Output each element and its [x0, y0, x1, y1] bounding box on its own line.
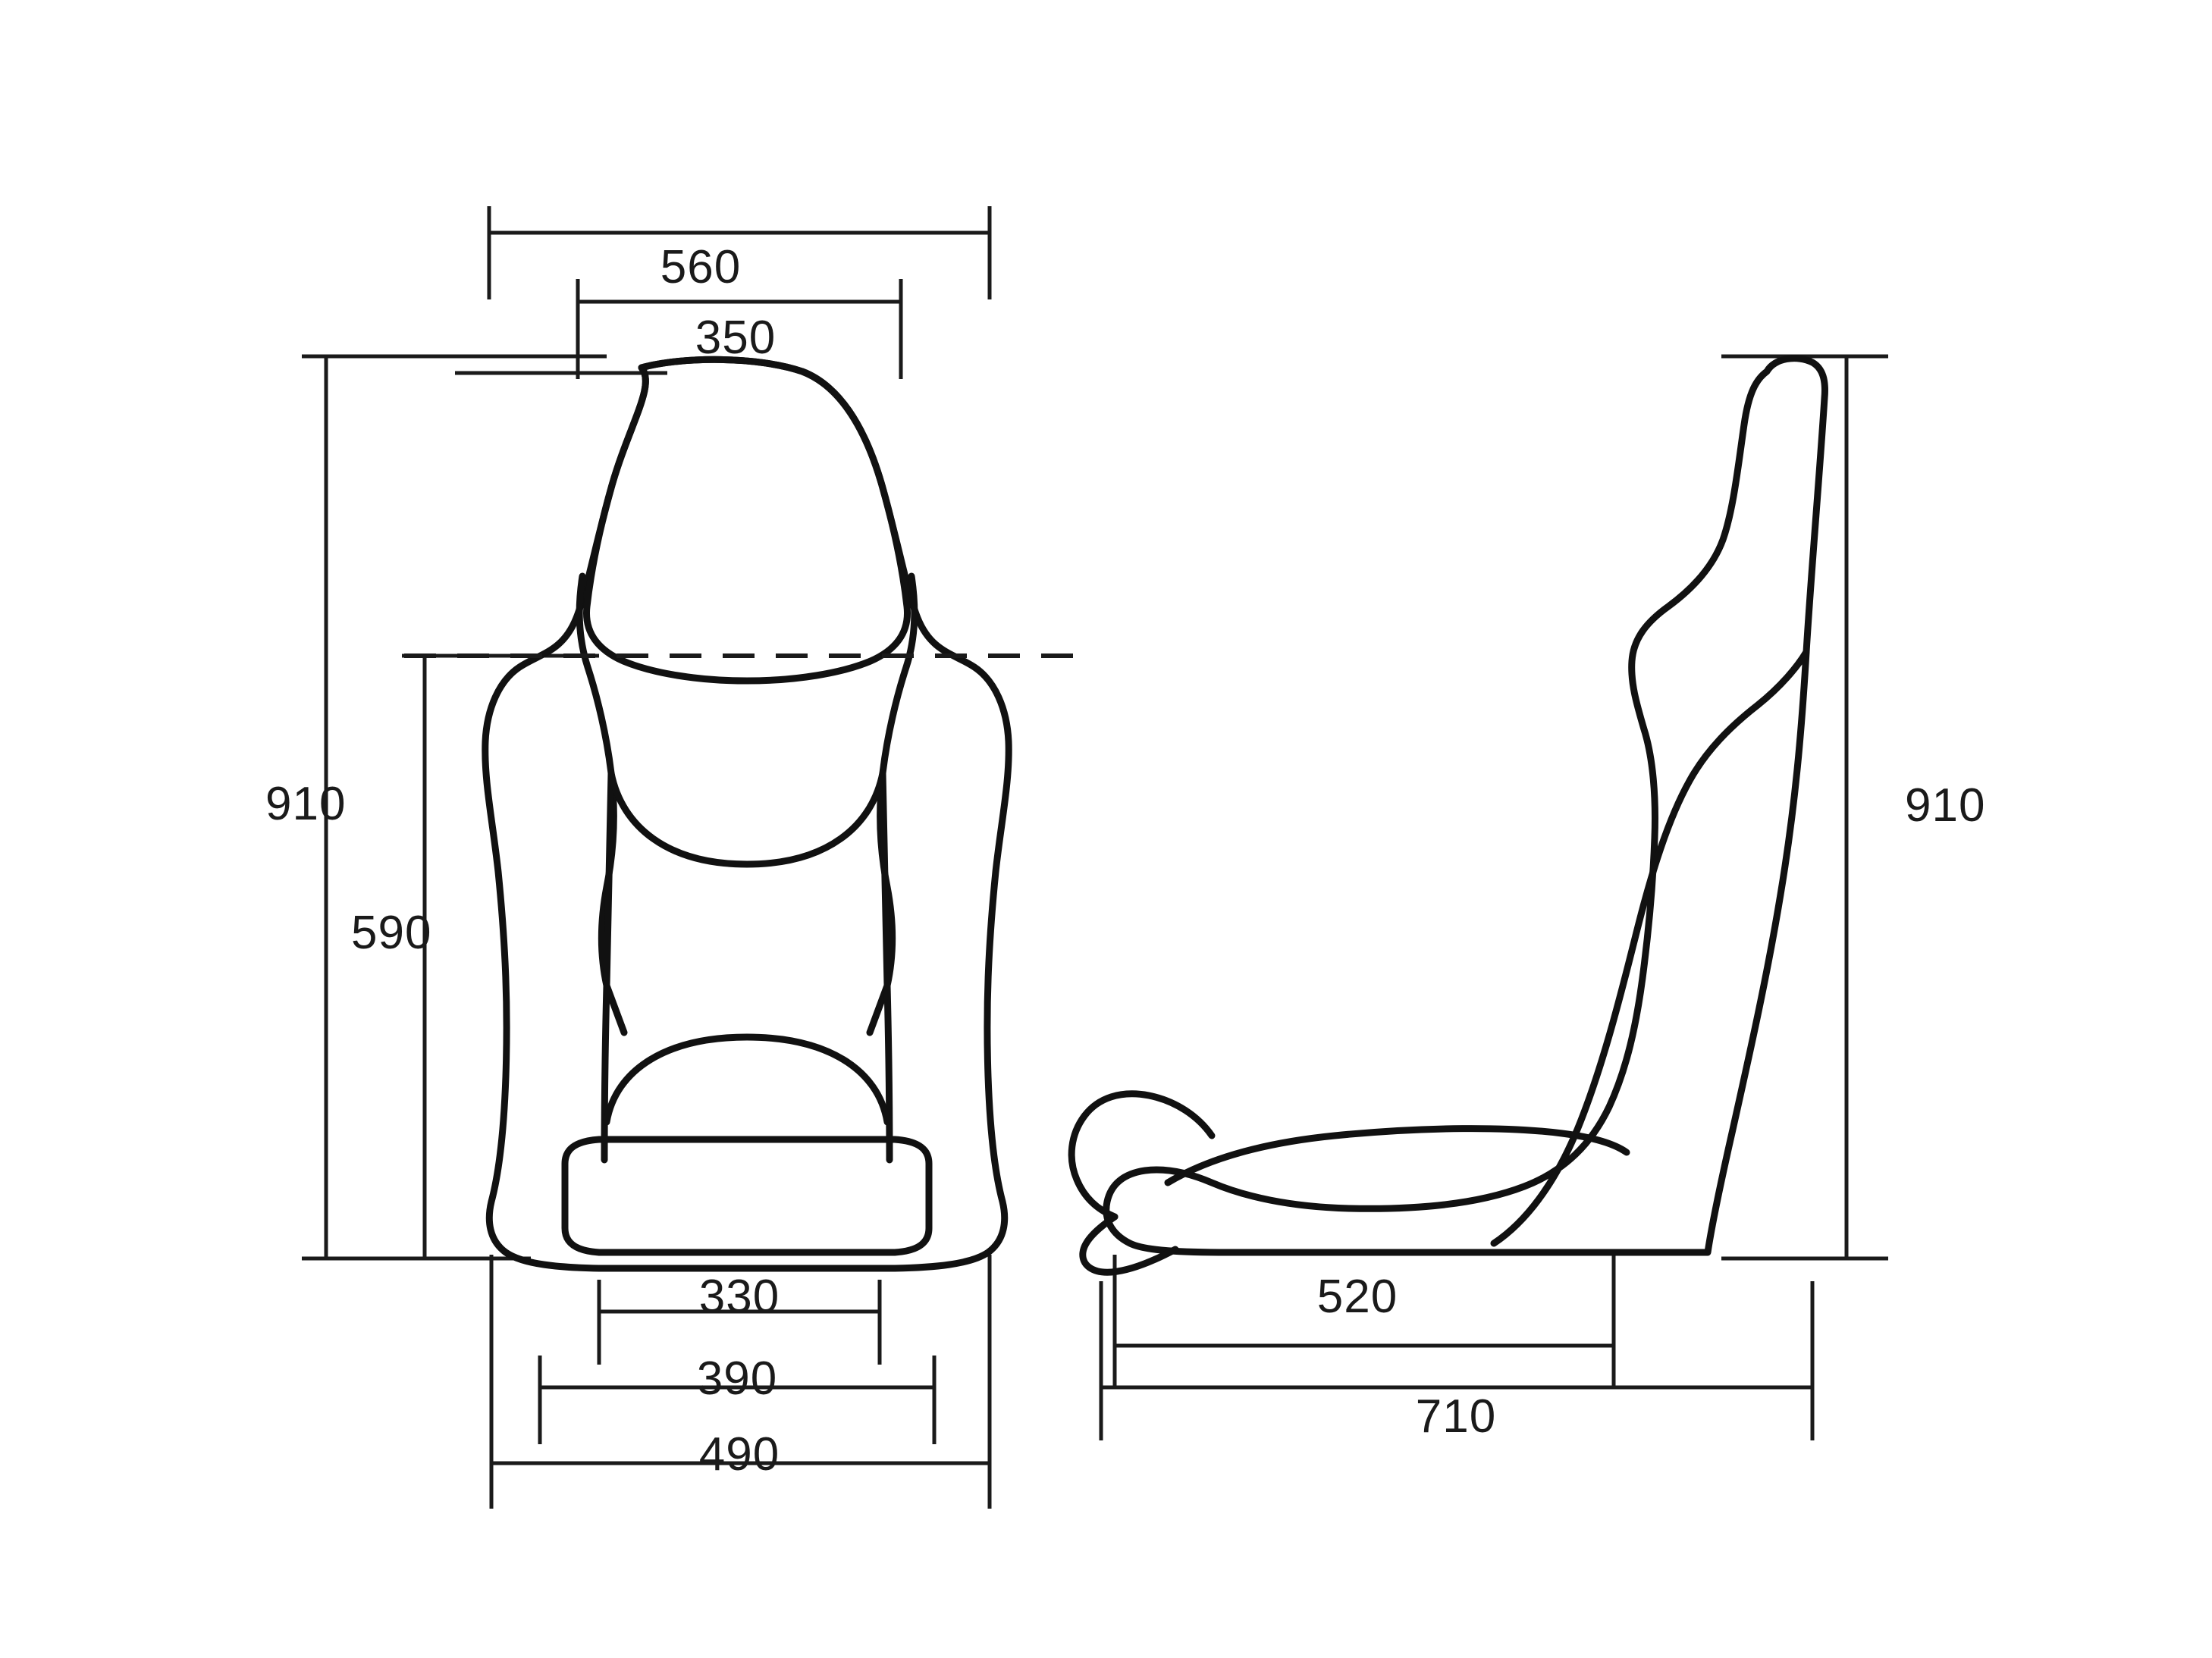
- front-seat-cushion: [561, 1136, 933, 1256]
- dim-label-710: 710: [1415, 1390, 1497, 1443]
- dim-label-520: 520: [1316, 1271, 1398, 1323]
- front-view-seat-outline: [482, 356, 1012, 1272]
- dim-label-350: 350: [695, 312, 777, 364]
- side-front-edge-lip: [1079, 1213, 1179, 1276]
- dim-label-390: 390: [696, 1352, 778, 1405]
- dim-label-560: 560: [660, 241, 742, 293]
- side-view-seat-outline: [1068, 355, 1828, 1276]
- front-headrest-pad: [583, 356, 911, 685]
- front-outer-silhouette: [482, 356, 1012, 1272]
- side-view-dimension-lines: [1099, 354, 1888, 1440]
- front-right-panel-seam: [879, 769, 893, 1164]
- side-seat-silhouette: [1103, 355, 1828, 1256]
- front-lower-support-arc: [603, 1033, 891, 1126]
- side-backrest-inner-seam: [1490, 648, 1810, 1247]
- side-front-edge-roll: [1068, 1090, 1216, 1221]
- front-view-dimension-lines: [302, 206, 992, 1509]
- front-lumbar-pad: [607, 769, 886, 868]
- dim-label-910-side: 910: [1905, 779, 1986, 832]
- side-seat-pan-seam: [1164, 1125, 1630, 1186]
- dim-label-490: 490: [698, 1428, 780, 1481]
- dim-label-330: 330: [698, 1271, 780, 1323]
- dim-label-590: 590: [351, 907, 432, 959]
- front-left-panel-seam: [601, 769, 615, 1164]
- dim-label-910-front: 910: [265, 778, 347, 830]
